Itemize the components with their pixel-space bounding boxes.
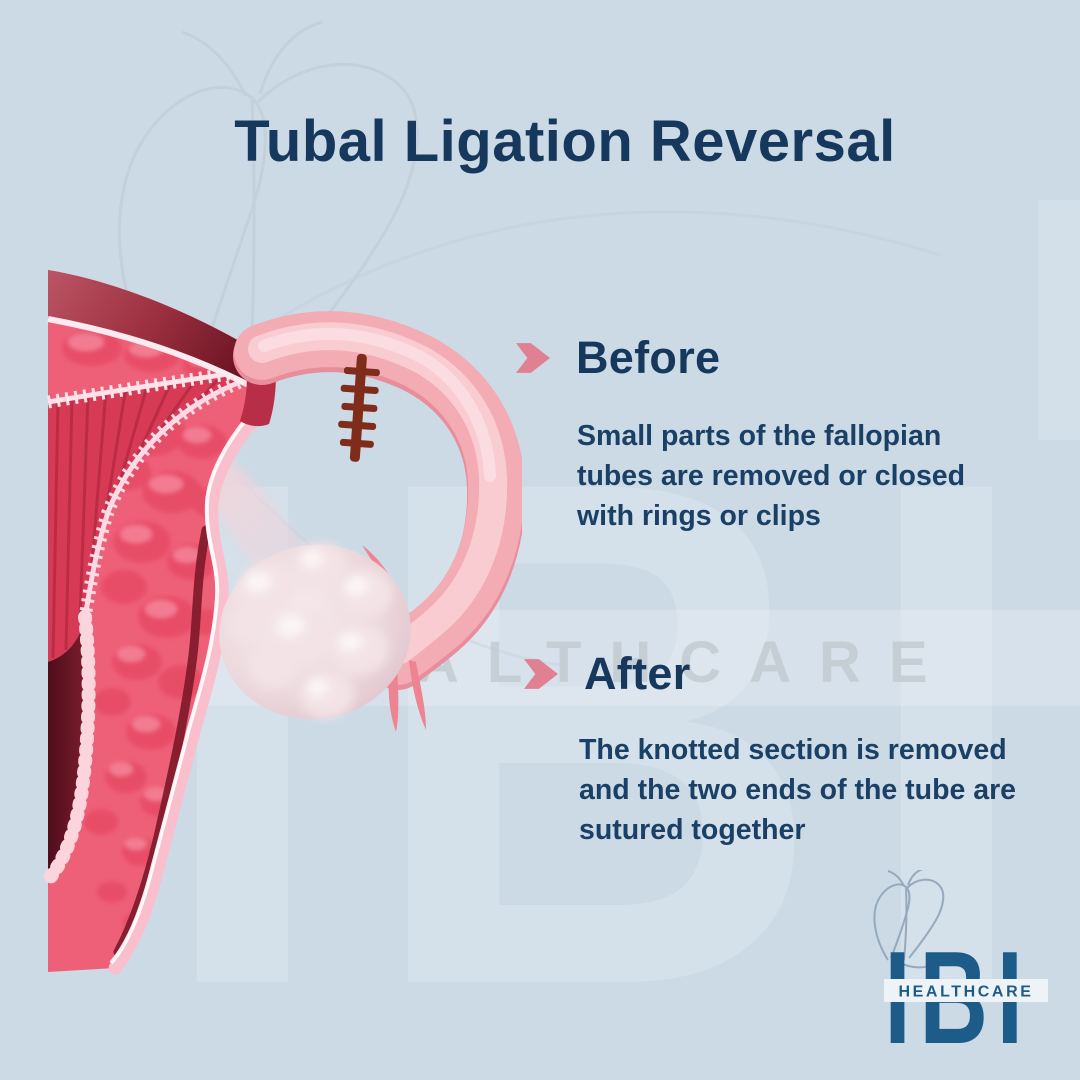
- after-heading-row: After: [524, 648, 1059, 700]
- watermark-corner-block: [1038, 200, 1080, 440]
- cervical-canal: [113, 525, 211, 957]
- uterine-cavity: [48, 617, 89, 880]
- after-heading: After: [584, 648, 691, 699]
- ibi-healthcare-logo: IBI HEALTHCARE: [873, 870, 1048, 1060]
- before-heading-row: Before: [516, 332, 1017, 384]
- chevron-arrow-icon: [516, 343, 550, 373]
- before-description: Small parts of the fallopian tubes are r…: [577, 420, 966, 532]
- before-heading: Before: [576, 332, 721, 383]
- outer-lining: [108, 415, 259, 975]
- suture-icon: [338, 353, 380, 462]
- fundus-lining-line: [47, 316, 264, 395]
- endometrium-lining: [41, 363, 259, 887]
- before-section: Before Small parts of the fallopian tube…: [516, 332, 1017, 536]
- page-title: Tubal Ligation Reversal: [234, 109, 896, 174]
- butterfly-logo-icon: [873, 870, 945, 969]
- uterus-fundus: [48, 270, 268, 392]
- after-description: The knotted section is removed and the t…: [579, 734, 1017, 846]
- fallopian-tube: [233, 311, 522, 690]
- anatomy-illustration: [41, 270, 522, 975]
- ovary: [219, 543, 411, 720]
- logo-band: [884, 979, 1048, 1002]
- after-section: After The knotted section is removed and…: [524, 648, 1059, 850]
- inner-muscle-layer: [48, 370, 256, 662]
- logo-subbrand-text: HEALTHCARE: [898, 984, 1033, 1001]
- uterus-cross-section: [41, 270, 276, 975]
- chevron-arrow-icon: [524, 659, 558, 689]
